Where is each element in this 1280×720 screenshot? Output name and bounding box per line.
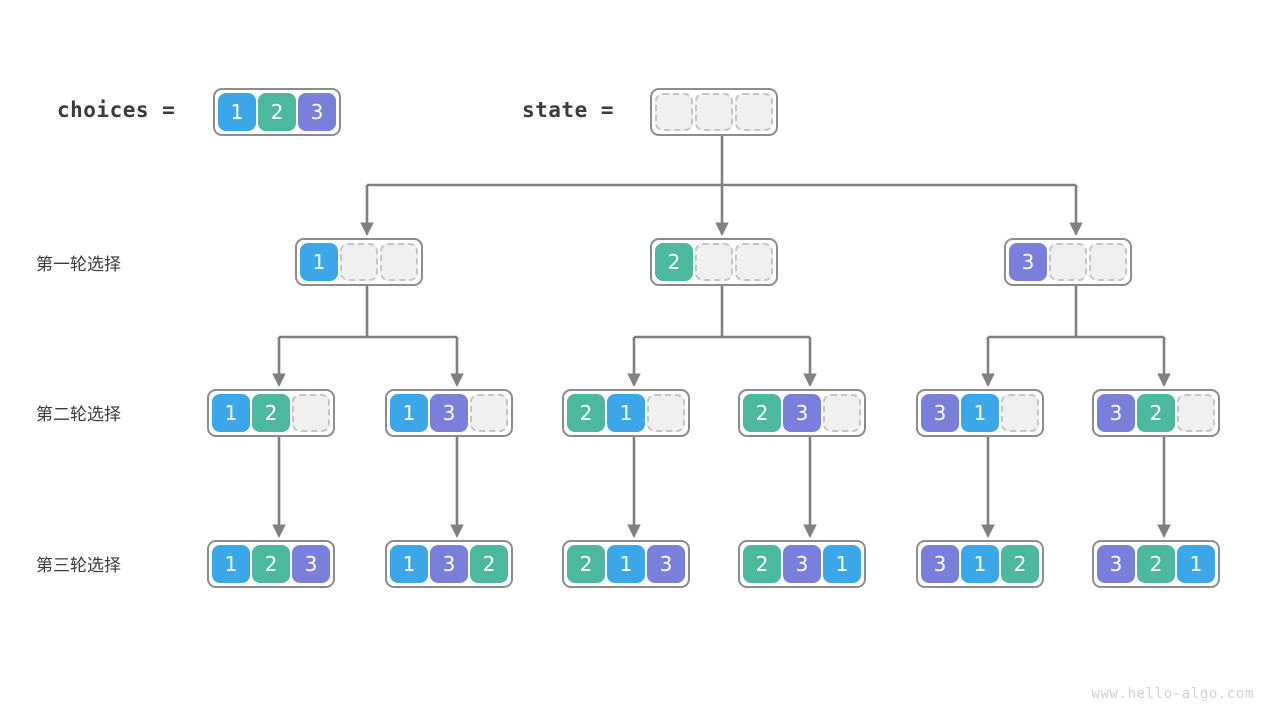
row-label-round-3: 第三轮选择 [36, 556, 121, 576]
r3-n6-cell-1: 3 [1097, 545, 1135, 583]
choices-label: choices = [57, 98, 176, 122]
choices-cell-2: 2 [258, 93, 296, 131]
r1-n1-cell-1: 1 [300, 243, 338, 281]
r2-n2-cell-2: 3 [430, 394, 468, 432]
r1-n2-cell-2 [695, 243, 733, 281]
r2-n5-cell-2: 1 [961, 394, 999, 432]
row-label-round-2: 第二轮选择 [36, 405, 121, 425]
row-label-round-1: 第一轮选择 [36, 255, 121, 275]
r1-n1-cell-2 [340, 243, 378, 281]
r3-n4-cell-2: 3 [783, 545, 821, 583]
r2-n2-cell-3 [470, 394, 508, 432]
r3-n1-cell-2: 2 [252, 545, 290, 583]
state-cell-3 [735, 93, 773, 131]
state-cell-1 [655, 93, 693, 131]
r2-n1-cell-2: 2 [252, 394, 290, 432]
r2-n3-cell-3 [647, 394, 685, 432]
r3-n5-cell-2: 1 [961, 545, 999, 583]
r3-n6-cell-2: 2 [1137, 545, 1175, 583]
r3-n4-cell-1: 2 [743, 545, 781, 583]
r3-n5-cell-1: 3 [921, 545, 959, 583]
node-round1-3: 3 [1004, 238, 1132, 286]
r3-n1-cell-3: 3 [292, 545, 330, 583]
r2-n2-cell-1: 1 [390, 394, 428, 432]
r3-n1-cell-1: 1 [212, 545, 250, 583]
r3-n2-cell-3: 2 [470, 545, 508, 583]
r2-n6-cell-1: 3 [1097, 394, 1135, 432]
choices-cell-3: 3 [298, 93, 336, 131]
r2-n4-cell-3 [823, 394, 861, 432]
r3-n5-cell-3: 2 [1001, 545, 1039, 583]
r2-n4-cell-2: 3 [783, 394, 821, 432]
r3-n2-cell-1: 1 [390, 545, 428, 583]
r1-n3-cell-1: 3 [1009, 243, 1047, 281]
r2-n5-cell-1: 3 [921, 394, 959, 432]
r2-n1-cell-3 [292, 394, 330, 432]
r2-n6-cell-3 [1177, 394, 1215, 432]
state-cell-2 [695, 93, 733, 131]
r2-n3-cell-2: 1 [607, 394, 645, 432]
r2-n5-cell-3 [1001, 394, 1039, 432]
r1-n1-cell-3 [380, 243, 418, 281]
r2-n6-cell-2: 2 [1137, 394, 1175, 432]
state-array [650, 88, 778, 136]
r1-n3-cell-2 [1049, 243, 1087, 281]
r1-n2-cell-3 [735, 243, 773, 281]
r3-n3-cell-1: 2 [567, 545, 605, 583]
state-label: state = [522, 98, 615, 122]
node-round1-2: 2 [650, 238, 778, 286]
r2-n1-cell-1: 1 [212, 394, 250, 432]
r1-n3-cell-3 [1089, 243, 1127, 281]
r3-n6-cell-3: 1 [1177, 545, 1215, 583]
r2-n3-cell-1: 2 [567, 394, 605, 432]
r3-n2-cell-2: 3 [430, 545, 468, 583]
choices-cell-1: 1 [218, 93, 256, 131]
r3-n3-cell-2: 1 [607, 545, 645, 583]
r3-n3-cell-3: 3 [647, 545, 685, 583]
r3-n4-cell-3: 1 [823, 545, 861, 583]
watermark: www.hello-algo.com [1091, 686, 1254, 702]
r1-n2-cell-1: 2 [655, 243, 693, 281]
r2-n4-cell-1: 2 [743, 394, 781, 432]
node-round1-1: 1 [295, 238, 423, 286]
